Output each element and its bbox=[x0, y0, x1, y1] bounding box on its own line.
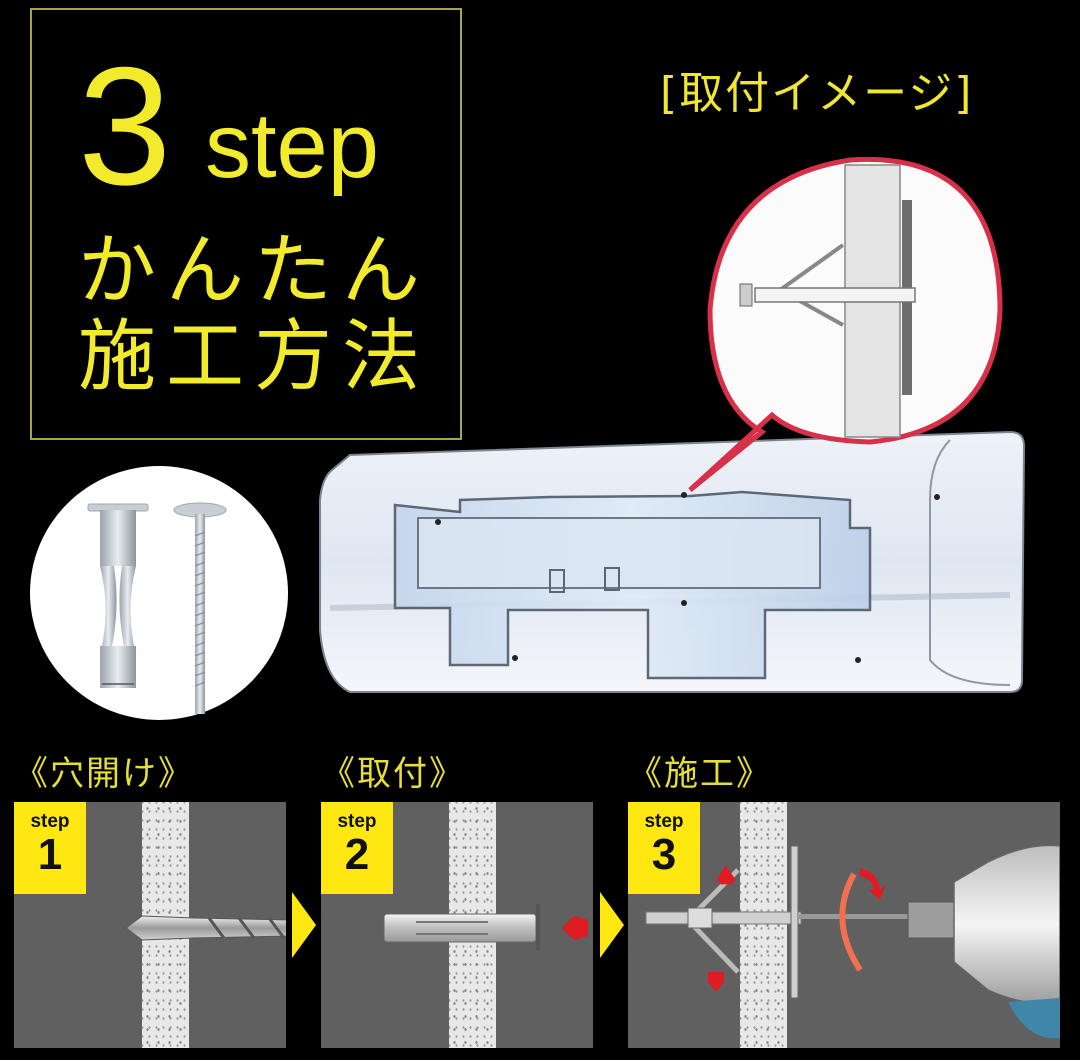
badge-word: step bbox=[644, 811, 684, 832]
badge-number: 3 bbox=[651, 830, 677, 879]
step-2-panel: step 2 bbox=[321, 802, 593, 1048]
step-1-label: 《穴開け》 bbox=[14, 754, 194, 794]
title-frame bbox=[30, 8, 462, 440]
step-3-panel: step 3 bbox=[628, 802, 1060, 1048]
step-1-panel: step 1 bbox=[14, 802, 286, 1048]
product-image bbox=[30, 466, 288, 720]
expand-arrow-icon bbox=[716, 865, 736, 885]
anchor-insert-icon bbox=[383, 904, 588, 950]
step-1-badge: step 1 bbox=[14, 802, 86, 894]
installation-image-caption: [取付イメージ] bbox=[660, 68, 974, 119]
drill-bit-icon bbox=[125, 915, 286, 941]
title-subtitle-line2: 施工方法 bbox=[78, 312, 431, 402]
title-step-word: step bbox=[205, 95, 379, 197]
title-number: 3 bbox=[78, 32, 172, 220]
step-3-label: 《施工》 bbox=[628, 754, 772, 794]
wall-section bbox=[740, 802, 787, 1048]
push-arrow-icon bbox=[562, 916, 588, 940]
flow-arrow-icon bbox=[600, 892, 624, 958]
air-conditioner-illustration bbox=[319, 156, 1026, 693]
expand-arrow-icon bbox=[708, 972, 724, 992]
rotation-icon bbox=[839, 872, 863, 972]
anchor-and-screw-icon bbox=[87, 502, 227, 714]
badge-number: 1 bbox=[37, 830, 63, 879]
step-3-badge: step 3 bbox=[628, 802, 700, 894]
flow-arrow-icon bbox=[292, 892, 316, 958]
step-2-label: 《取付》 bbox=[321, 754, 465, 794]
step-2-badge: step 2 bbox=[321, 802, 393, 894]
title-subtitle-line1: かんたん bbox=[78, 226, 431, 316]
badge-number: 2 bbox=[344, 830, 370, 879]
badge-word: step bbox=[30, 811, 70, 832]
drill-tighten-icon bbox=[645, 844, 1060, 1039]
badge-word: step bbox=[337, 811, 377, 832]
